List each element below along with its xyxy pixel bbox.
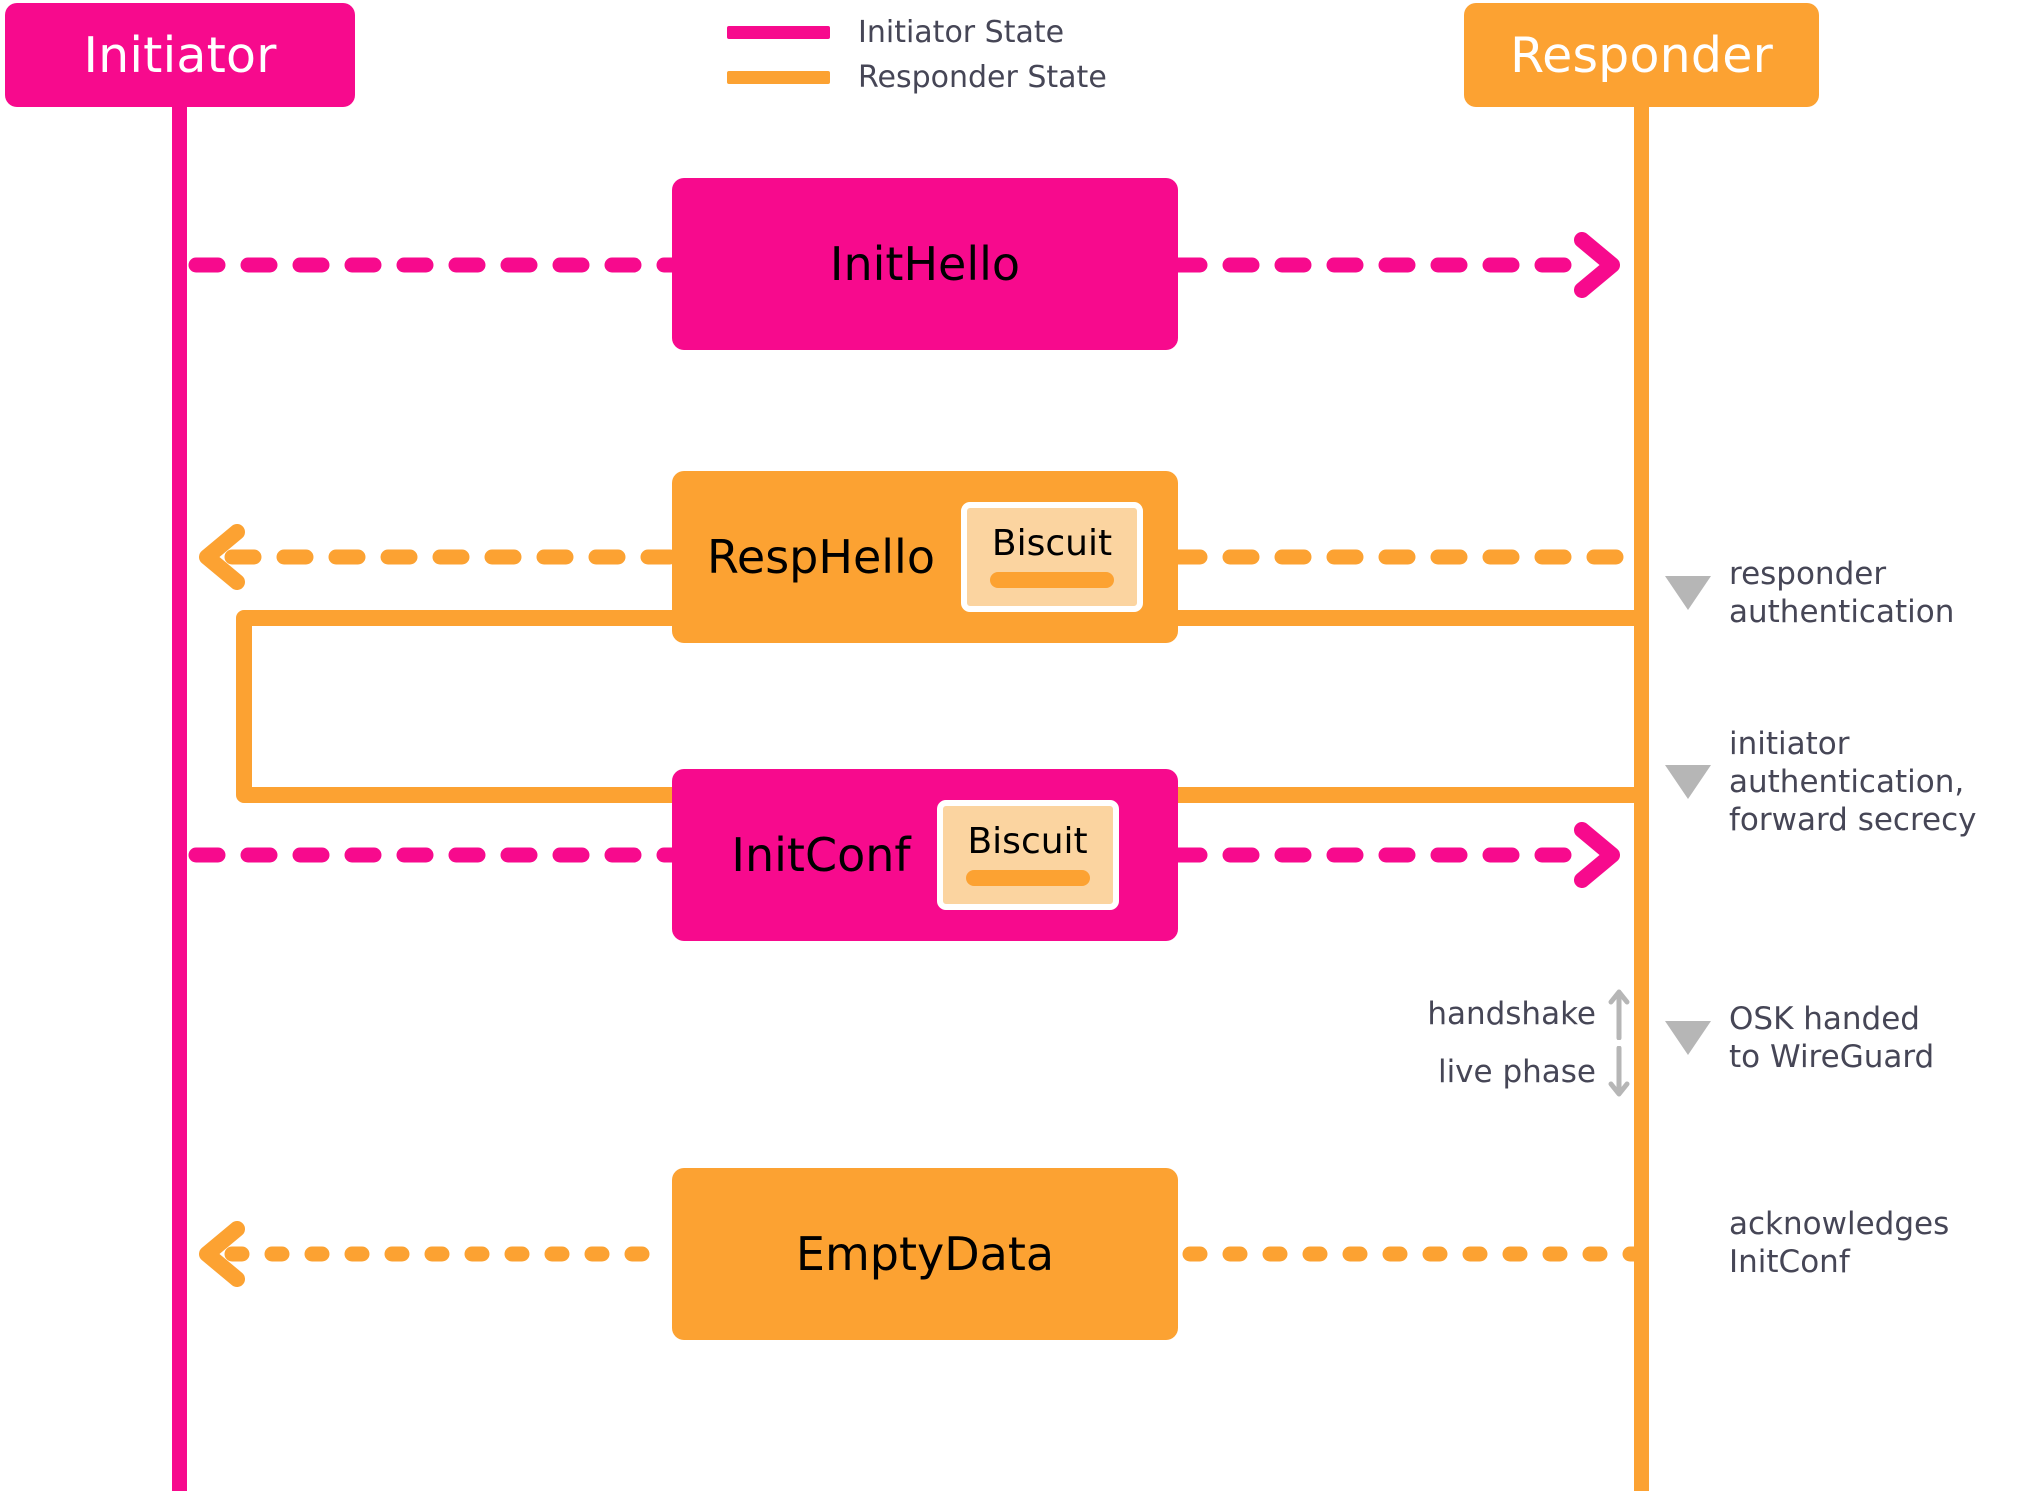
annotation-text-initiator-authentication: initiator authentication, forward secrec… <box>1729 726 1977 838</box>
triangle-down-icon <box>1665 1021 1711 1055</box>
triangle-down-icon <box>1665 765 1711 799</box>
resphello-arrowhead <box>199 524 245 590</box>
legend-swatch-responder-icon <box>727 71 830 84</box>
initiator-lifeline <box>172 100 187 1491</box>
biscuit-bar-icon <box>965 870 1090 886</box>
arrow-up-icon <box>1608 989 1630 1040</box>
phase-row-live-phase: live phase <box>1370 1043 1630 1101</box>
biscuit-badge-initconf: Biscuit <box>936 800 1119 910</box>
message-box-initconf: InitConf Biscuit <box>672 769 1178 941</box>
responder-lifeline <box>1634 100 1649 1491</box>
phase-labels: handshake live phase <box>1370 985 1630 1101</box>
emptydata-arrowhead <box>199 1221 245 1287</box>
biscuit-label-initconf: Biscuit <box>967 821 1088 862</box>
message-box-inithello: InitHello <box>672 178 1178 350</box>
annotation-text-responder-authentication: responder authentication <box>1729 556 1955 630</box>
message-label-resphello: RespHello <box>707 530 935 584</box>
phase-label-handshake: handshake <box>1427 996 1596 1032</box>
message-label-initconf: InitConf <box>731 828 911 882</box>
legend-swatch-initiator-icon <box>727 26 830 39</box>
participant-initiator-label: Initiator <box>83 26 277 84</box>
legend: Initiator State Responder State <box>727 10 1147 100</box>
phase-label-live-phase: live phase <box>1437 1054 1596 1090</box>
biscuit-label-resphello: Biscuit <box>991 523 1113 564</box>
annotation-text-acknowledges-initconf: acknowledges InitConf <box>1729 1206 1950 1280</box>
annotation-initiator-authentication: initiator authentication, forward secrec… <box>1665 725 1977 839</box>
inithello-arrowhead <box>1574 232 1620 298</box>
legend-item-initiator-state: Initiator State <box>727 10 1147 55</box>
message-box-emptydata: EmptyData <box>672 1168 1178 1340</box>
phase-row-handshake: handshake <box>1370 985 1630 1043</box>
participant-responder: Responder <box>1464 3 1819 107</box>
legend-label-responder-state: Responder State <box>858 60 1107 95</box>
annotation-osk-handed-to-wireguard: OSK handed to WireGuard <box>1665 1000 1934 1076</box>
message-box-resphello: RespHello Biscuit <box>672 471 1178 643</box>
message-label-emptydata: EmptyData <box>795 1227 1055 1281</box>
legend-label-initiator-state: Initiator State <box>858 15 1065 50</box>
participant-initiator: Initiator <box>5 3 355 107</box>
legend-item-responder-state: Responder State <box>727 55 1147 100</box>
message-label-inithello: InitHello <box>829 237 1021 291</box>
triangle-down-icon <box>1665 576 1711 610</box>
annotation-acknowledges-initconf: acknowledges InitConf <box>1665 1205 1949 1281</box>
initconf-arrowhead <box>1574 822 1620 888</box>
biscuit-badge-resphello: Biscuit <box>960 502 1143 612</box>
biscuit-bar-icon <box>989 572 1114 588</box>
annotation-text-osk-handed-to-wireguard: OSK handed to WireGuard <box>1729 1001 1935 1075</box>
participant-responder-label: Responder <box>1510 26 1773 84</box>
annotation-responder-authentication: responder authentication <box>1665 555 1954 631</box>
responder-state-path-biscuit-transfer <box>236 610 688 803</box>
arrow-down-icon <box>1608 1046 1630 1097</box>
